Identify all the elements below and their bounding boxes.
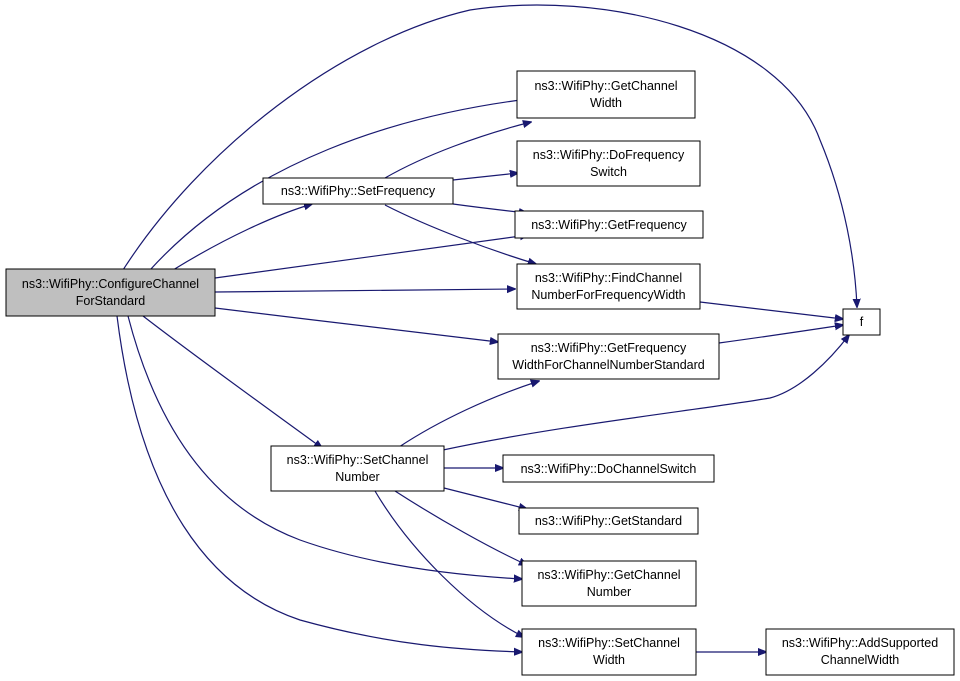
edge-setchannelnumber-to-getchannelnumber — [394, 490, 527, 565]
node-label: Number — [587, 585, 631, 599]
node-label: ns3::WifiPhy::ConfigureChannel — [22, 277, 199, 291]
node-set-frequency[interactable]: ns3::WifiPhy::SetFrequency — [262, 177, 454, 205]
node-configure-channel-for-standard[interactable]: ns3::WifiPhy::ConfigureChannel ForStanda… — [5, 268, 216, 317]
edge-setfrequency-to-findchannel — [384, 204, 536, 264]
node-label: ForStandard — [76, 294, 146, 308]
node-get-frequency-width-for-channel-number-standard[interactable]: ns3::WifiPhy::GetFrequency WidthForChann… — [497, 333, 720, 380]
node-label: NumberForFrequencyWidth — [531, 288, 685, 302]
edge-setchannelnumber-to-setchannelwidth — [374, 490, 524, 637]
node-label: ns3::WifiPhy::GetFrequency — [531, 218, 687, 232]
node-get-standard[interactable]: ns3::WifiPhy::GetStandard — [518, 507, 699, 535]
edge-configure-to-f — [122, 4, 857, 307]
edge-configure-to-setchannelwidth — [116, 315, 522, 652]
node-label: ns3::WifiPhy::DoChannelSwitch — [521, 462, 697, 476]
edge-configure-to-getfreqwidth — [214, 307, 498, 342]
node-label: WidthForChannelNumberStandard — [512, 358, 705, 372]
edge-setchannelnumber-to-f — [442, 335, 849, 451]
edge-configure-to-setfrequency — [172, 204, 312, 271]
node-label: ns3::WifiPhy::GetChannel — [534, 79, 677, 93]
edge-findchannel-to-f — [699, 301, 843, 319]
node-get-frequency[interactable]: ns3::WifiPhy::GetFrequency — [514, 210, 704, 239]
edge-setchannelnumber-to-getfreqwidth — [398, 381, 539, 448]
node-get-channel-number[interactable]: ns3::WifiPhy::GetChannel Number — [521, 560, 697, 607]
node-label: ns3::WifiPhy::GetFrequency — [531, 341, 687, 355]
edge-getfreqwidth-to-f — [718, 325, 843, 344]
edge-configure-to-getchannelnumber — [127, 315, 522, 579]
node-label: ns3::WifiPhy::SetFrequency — [281, 184, 436, 198]
edge-setfrequency-to-getchannelwidth — [384, 122, 531, 179]
node-label: ns3::WifiPhy::SetChannel — [538, 636, 680, 650]
node-label: ns3::WifiPhy::GetStandard — [535, 514, 682, 528]
node-label: Switch — [590, 165, 627, 179]
node-label: ns3::WifiPhy::DoFrequency — [533, 148, 685, 162]
edge-configure-to-getchannelwidth — [149, 99, 528, 271]
node-label: ns3::WifiPhy::AddSupported — [782, 636, 938, 650]
node-do-channel-switch[interactable]: ns3::WifiPhy::DoChannelSwitch — [502, 454, 715, 483]
node-label: ChannelWidth — [821, 653, 900, 667]
node-set-channel-number[interactable]: ns3::WifiPhy::SetChannel Number — [270, 445, 445, 492]
node-label: Width — [590, 96, 622, 110]
edge-setchannelnumber-to-getstandard — [443, 487, 527, 509]
node-label: ns3::WifiPhy::SetChannel — [287, 453, 429, 467]
node-get-channel-width[interactable]: ns3::WifiPhy::GetChannel Width — [516, 70, 696, 119]
node-label: Width — [593, 653, 625, 667]
edge-setfrequency-to-dofrequencyswitch — [452, 173, 518, 181]
node-add-supported-channel-width[interactable]: ns3::WifiPhy::AddSupported ChannelWidth — [765, 628, 955, 676]
node-label: Number — [335, 470, 379, 484]
node-f[interactable]: f — [842, 308, 881, 336]
node-label: f — [860, 315, 864, 329]
edges — [116, 4, 857, 652]
nodes: ns3::WifiPhy::ConfigureChannel ForStanda… — [5, 70, 955, 676]
edge-configure-to-getfrequency — [214, 235, 528, 279]
node-find-channel-number-for-frequency-width[interactable]: ns3::WifiPhy::FindChannel NumberForFrequ… — [516, 263, 701, 310]
edge-configure-to-setchannelnumber — [142, 315, 322, 448]
node-do-frequency-switch[interactable]: ns3::WifiPhy::DoFrequency Switch — [516, 140, 701, 187]
node-set-channel-width[interactable]: ns3::WifiPhy::SetChannel Width — [521, 628, 697, 676]
node-label: ns3::WifiPhy::FindChannel — [535, 271, 682, 285]
node-label: ns3::WifiPhy::GetChannel — [537, 568, 680, 582]
edge-configure-to-findchannel — [214, 289, 515, 292]
